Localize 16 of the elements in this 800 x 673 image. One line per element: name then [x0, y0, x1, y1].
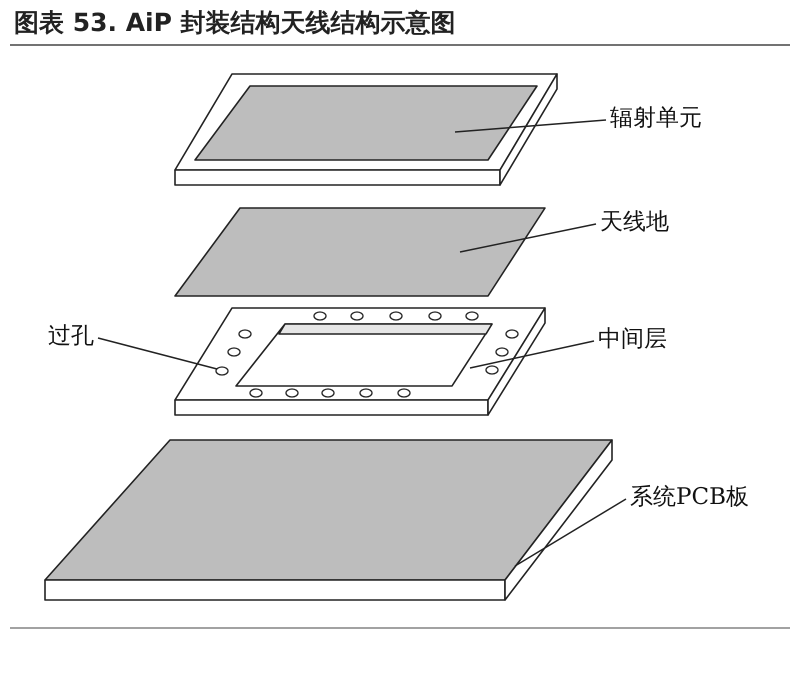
via-hole [215, 366, 229, 376]
ground-plane [174, 207, 546, 297]
leader-line [470, 340, 594, 369]
part-label: 辐射单元 [610, 104, 702, 132]
radiating-patch [194, 85, 538, 161]
part-label: 系统PCB板 [630, 483, 749, 511]
part-label: 中间层 [598, 325, 667, 353]
figure-title: 图表 53. AiP 封装结构天线结构示意图 [14, 7, 456, 39]
middle-layer-drawing [174, 307, 546, 416]
leader-line [98, 337, 218, 370]
part-label: 天线地 [600, 208, 669, 236]
leader-line [460, 223, 596, 253]
leader-line [514, 498, 626, 567]
leader-line [454, 119, 606, 133]
pcb-board-drawing [44, 439, 613, 601]
part-label: 过孔 [48, 322, 94, 350]
